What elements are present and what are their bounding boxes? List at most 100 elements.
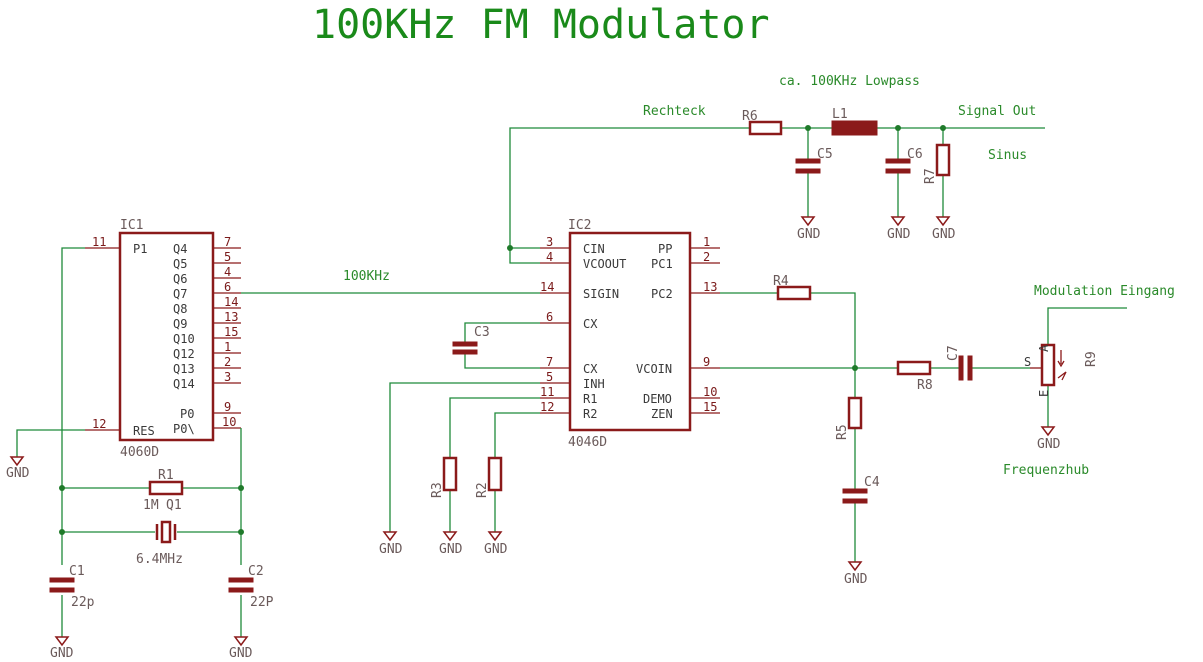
r9-name: R9 xyxy=(1084,351,1099,367)
ic1-pin-num: 11 xyxy=(92,235,106,249)
ic2-pin-num: 14 xyxy=(540,280,554,294)
c2-name: C2 xyxy=(248,564,264,579)
ic1-pin-label: P0\ xyxy=(173,422,195,436)
ic2-pin-num: 4 xyxy=(546,250,553,264)
gnd-label: GND xyxy=(439,542,463,557)
r9-pin-a: A xyxy=(1037,344,1051,352)
r1-name: R1 xyxy=(158,468,174,483)
c6-name: C6 xyxy=(907,147,923,162)
c1-value: 22p xyxy=(71,595,95,610)
ic2-pin-label: CIN xyxy=(583,242,605,256)
r8-name: R8 xyxy=(917,378,933,393)
ic1-pin-label: Q13 xyxy=(173,362,195,376)
ic1-pin-num: 7 xyxy=(224,235,231,249)
q1-name: Q1 xyxy=(166,498,182,513)
ic2-pin-num: 5 xyxy=(546,370,553,384)
ic2-pin-num: 12 xyxy=(540,400,554,414)
ic1-pin-label: Q10 xyxy=(173,332,195,346)
resistor-r8: R8 xyxy=(896,360,933,393)
ic2-pin-label: CX xyxy=(583,362,598,376)
ic1-pin-num: 10 xyxy=(222,415,236,429)
c2-value: 22P xyxy=(250,595,274,610)
gnd-label: GND xyxy=(932,227,956,242)
ic1-pin-num: 15 xyxy=(224,325,238,339)
resistor-r2: R2 xyxy=(475,456,503,498)
ic2-pin-label: VCOIN xyxy=(636,362,672,376)
ic1-chip: IC1 4060D 11 P1 12 RES 7 Q4 5 Q5 4 Q6 6 … xyxy=(85,218,241,460)
ic2-pin-label: DEMO xyxy=(643,392,672,406)
signal-out-label: Signal Out xyxy=(958,104,1036,119)
ic2-chip: IC2 4046D 3 CIN 4 VCOOUT 14 SIGIN 6 CX 7… xyxy=(540,218,720,450)
resistor-r7: R7 xyxy=(923,143,951,184)
ic1-pin-num: 6 xyxy=(224,280,231,294)
ic1-pin-label: Q4 xyxy=(173,242,187,256)
capacitor-c4: C4 xyxy=(842,475,880,504)
ic1-pin-num: 9 xyxy=(224,400,231,414)
ic1-pin-label: Q6 xyxy=(173,272,187,286)
ic2-pin-num: 6 xyxy=(546,310,553,324)
ic2-name: IC2 xyxy=(568,218,591,233)
l1-name: L1 xyxy=(832,107,848,122)
r2-name: R2 xyxy=(475,482,490,498)
rechteck-label: Rechteck xyxy=(643,104,706,119)
ic2-pin-num: 9 xyxy=(703,355,710,369)
ic2-pin-label: ZEN xyxy=(651,407,673,421)
resistor-r4: R4 xyxy=(773,274,812,301)
ic2-pin-num: 1 xyxy=(703,235,710,249)
ic2-pin-label: R1 xyxy=(583,392,597,406)
c4-name: C4 xyxy=(864,475,880,490)
capacitor-c2: C2 22P xyxy=(228,564,274,610)
ic2-value: 4046D xyxy=(568,435,607,450)
r4-name: R4 xyxy=(773,274,789,289)
potentiometer-r9: S A E R9 xyxy=(1024,343,1099,397)
schematic-title: 100KHz FM Modulator xyxy=(312,2,770,48)
c1-name: C1 xyxy=(69,564,85,579)
ic1-pin-label: Q7 xyxy=(173,287,187,301)
ic2-pin-num: 7 xyxy=(546,355,553,369)
ic2-pin-label: PP xyxy=(658,242,672,256)
gnd-label: GND xyxy=(229,646,253,661)
junctions xyxy=(59,125,946,535)
ic1-pin-label: P0 xyxy=(180,407,194,421)
ic2-pin-num: 10 xyxy=(703,385,717,399)
wires xyxy=(16,127,1127,637)
ic2-pin-label: SIGIN xyxy=(583,287,619,301)
crystal-q1: Q1 6.4MHz xyxy=(136,498,183,567)
ic2-pin-num: 15 xyxy=(703,400,717,414)
ic1-pin-num: 5 xyxy=(224,250,231,264)
r5-name: R5 xyxy=(835,424,850,440)
r1-value: 1M xyxy=(143,498,159,513)
ic2-pin-num: 3 xyxy=(546,235,553,249)
ic1-pin-num: 4 xyxy=(224,265,231,279)
ic2-pin-num: 13 xyxy=(703,280,717,294)
ic1-pin-num: 14 xyxy=(224,295,238,309)
resistor-r3: R3 xyxy=(430,456,458,498)
ic1-pin-label: P1 xyxy=(133,242,147,256)
capacitor-c1: C1 22p xyxy=(49,564,95,610)
gnd-label: GND xyxy=(50,646,74,661)
c3-name: C3 xyxy=(474,325,490,340)
ic2-pin-num: 2 xyxy=(703,250,710,264)
ic1-pin-label: Q8 xyxy=(173,302,187,316)
ic2-pin-label: R2 xyxy=(583,407,597,421)
ic2-pin-num: 11 xyxy=(540,385,554,399)
gnd-label: GND xyxy=(379,542,403,557)
net-100khz-label: 100KHz xyxy=(343,269,390,284)
gnd-symbols: GND GND GND GND GND GND GND GND GND GND … xyxy=(6,216,1061,661)
ic1-pin-label: Q14 xyxy=(173,377,195,391)
resistor-r5: R5 xyxy=(835,396,863,440)
ic1-value: 4060D xyxy=(120,445,159,460)
ic1-pin-num: 2 xyxy=(224,355,231,369)
resistor-r6: R6 xyxy=(742,109,783,136)
capacitor-c6: C6 xyxy=(885,147,923,174)
ic1-pin-label: Q9 xyxy=(173,317,187,331)
gnd-label: GND xyxy=(887,227,911,242)
r9-pin-s: S xyxy=(1024,355,1031,369)
sinus-label: Sinus xyxy=(988,148,1027,163)
gnd-label: GND xyxy=(484,542,508,557)
frequenzhub-label: Frequenzhub xyxy=(1003,463,1089,478)
capacitor-c7: C7 xyxy=(946,345,973,381)
resistor-r1: R1 1M xyxy=(143,468,184,513)
r9-pin-e: E xyxy=(1037,390,1051,397)
